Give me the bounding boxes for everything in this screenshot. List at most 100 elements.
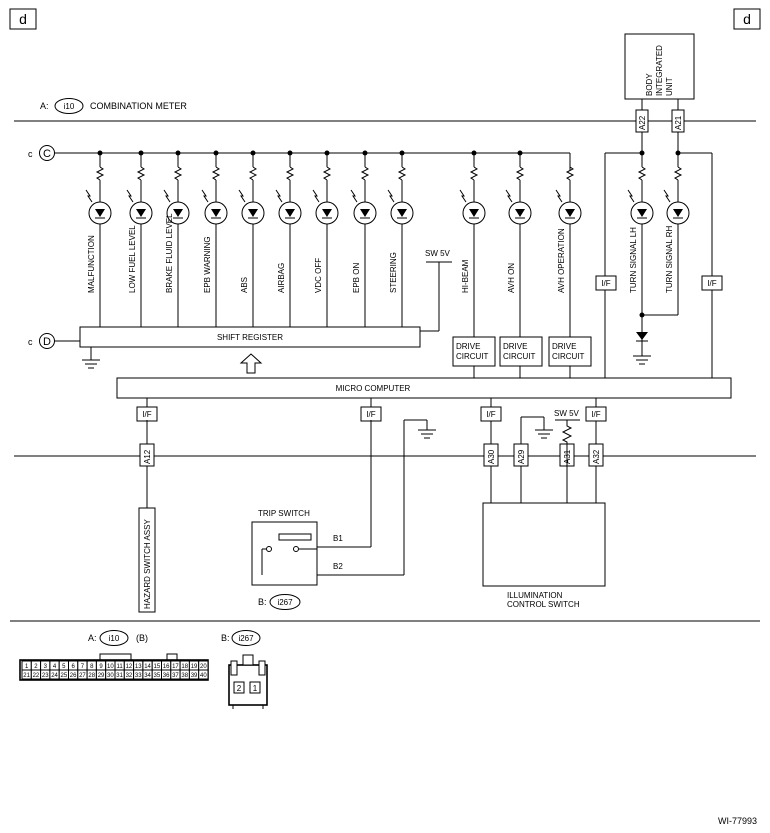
if-box-group: I/F I/F I/F I/F [136, 398, 607, 422]
led-icon [637, 209, 647, 217]
connector-a-pin: 34 [144, 673, 151, 679]
lamp-9: STEERING [387, 150, 414, 327]
connector-a-pin: 5 [62, 664, 66, 670]
turn-diode-icon [636, 332, 648, 340]
bus-d-prefix: c [28, 337, 33, 347]
trip-switch-box [251, 521, 318, 586]
connector-a-pin: 12 [126, 664, 133, 670]
led-icon [565, 209, 575, 217]
light-ray-icon [627, 189, 635, 203]
lamp-6: AIRBAG [275, 150, 302, 327]
led-icon [173, 209, 183, 217]
svg-text:CIRCUIT: CIRCUIT [456, 352, 489, 361]
connector-a-key [166, 653, 178, 661]
terminal-a12-box [139, 443, 155, 467]
if-box-lower-2: I/F [360, 398, 382, 422]
lamp-label: VDC OFF [314, 258, 323, 293]
terminal-b1: B1 [333, 534, 343, 543]
meter-connector-name: COMBINATION METER [90, 101, 187, 111]
light-ray-icon [85, 189, 93, 203]
connector-b-tab-right [258, 660, 266, 676]
trip-switch-button [278, 533, 312, 541]
led-icon [136, 209, 146, 217]
resistor-icon [637, 166, 647, 181]
trip-switch-contact-left [266, 546, 272, 552]
if-label-turn-rh: I/F [707, 279, 716, 288]
terminal-a22-box [635, 109, 649, 133]
connector-a-pin: 23 [42, 673, 49, 679]
svg-text:INTEGRATED: INTEGRATED [655, 45, 664, 96]
illumination-label-2: CONTROL SWITCH [507, 600, 580, 609]
connector-a-pin: 15 [154, 664, 161, 670]
connector-a-pin: 18 [181, 664, 188, 670]
svg-text:BODY: BODY [645, 73, 654, 96]
connector-a-pin: 30 [107, 673, 114, 679]
lamp-13: TURN SIGNAL LH [627, 150, 654, 315]
corner-label-right: d [743, 11, 751, 27]
connector-b-tab-left [230, 660, 238, 676]
up-arrow-icon [239, 353, 263, 374]
resistor-icon [285, 166, 295, 181]
bus-c-circle [39, 145, 55, 161]
terminal-a21-box [671, 109, 685, 133]
connector-a-pin: 26 [70, 673, 77, 679]
connector-a-pin: 3 [44, 664, 48, 670]
figure-id: WI-77993 [718, 816, 757, 826]
lamp-label: ABS [240, 277, 249, 293]
svg-text:I/F: I/F [486, 410, 495, 419]
lamp-3: BRAKE FLUID LEVEL [163, 150, 190, 327]
terminal-a21: A21 [674, 115, 683, 130]
legend-a-oval [99, 630, 129, 646]
svg-text:DRIVE: DRIVE [552, 342, 576, 351]
connector-a-pin: 27 [79, 673, 86, 679]
lamp-8: EPB ON [350, 150, 377, 327]
connector-a-pin: 22 [33, 673, 40, 679]
terminal-a29-group: A29 [513, 417, 529, 503]
connector-a-latch [99, 653, 132, 661]
bus-d-label: D [43, 336, 51, 348]
legend-a-extra: (B) [136, 633, 148, 643]
led-icon [322, 209, 332, 217]
light-ray-icon [350, 189, 358, 203]
lamp-1: MALFUNCTION [85, 150, 112, 327]
meter-connector-tag: A: [40, 101, 49, 111]
svg-text:CIRCUIT: CIRCUIT [552, 352, 585, 361]
lamp-label: HI-BEAM [461, 259, 470, 293]
connector-a-pin: 11 [117, 664, 124, 670]
light-ray-icon [555, 189, 563, 203]
connector-a-pin: 29 [98, 673, 105, 679]
svg-text:I/F: I/F [142, 410, 151, 419]
svg-text:I/F: I/F [591, 410, 600, 419]
shift-register-label: SHIFT REGISTER [217, 333, 283, 342]
lamp-10: HI-BEAM [459, 150, 486, 337]
resistor-icon [469, 166, 479, 181]
connector-a-pin: 28 [88, 673, 95, 679]
if-box-lower-3: I/F [480, 398, 502, 422]
lamp-label: MALFUNCTION [87, 235, 96, 293]
corner-label-left-box [9, 8, 37, 30]
svg-text:CIRCUIT: CIRCUIT [503, 352, 536, 361]
lamp-label: AVH OPERATION [557, 228, 566, 293]
svg-text:UNIT: UNIT [665, 77, 674, 96]
light-ray-icon [312, 189, 320, 203]
svg-text:I/F: I/F [366, 410, 375, 419]
connector-b-pin-1 [249, 681, 261, 694]
bus-d-circle [39, 333, 55, 349]
connector-a-pin: 14 [144, 664, 151, 670]
light-ray-icon [663, 189, 671, 203]
led-icon [211, 209, 221, 217]
connector-a-pin: 20 [200, 664, 207, 670]
connector-a-pin: 17 [172, 664, 179, 670]
sw5v-label-shift: SW 5V [425, 249, 451, 258]
terminal-a32-group: A32 [588, 421, 604, 503]
terminal-a29: A29 [517, 449, 526, 464]
resistor-icon [211, 166, 221, 181]
micro-computer-box [116, 377, 732, 399]
resistor-icon [322, 166, 332, 181]
led-icon [673, 209, 683, 217]
connector-a-pin: 7 [81, 664, 85, 670]
connector-a-pin: 6 [71, 664, 75, 670]
light-ray-icon [238, 189, 246, 203]
trip-switch-contact-right [293, 546, 299, 552]
